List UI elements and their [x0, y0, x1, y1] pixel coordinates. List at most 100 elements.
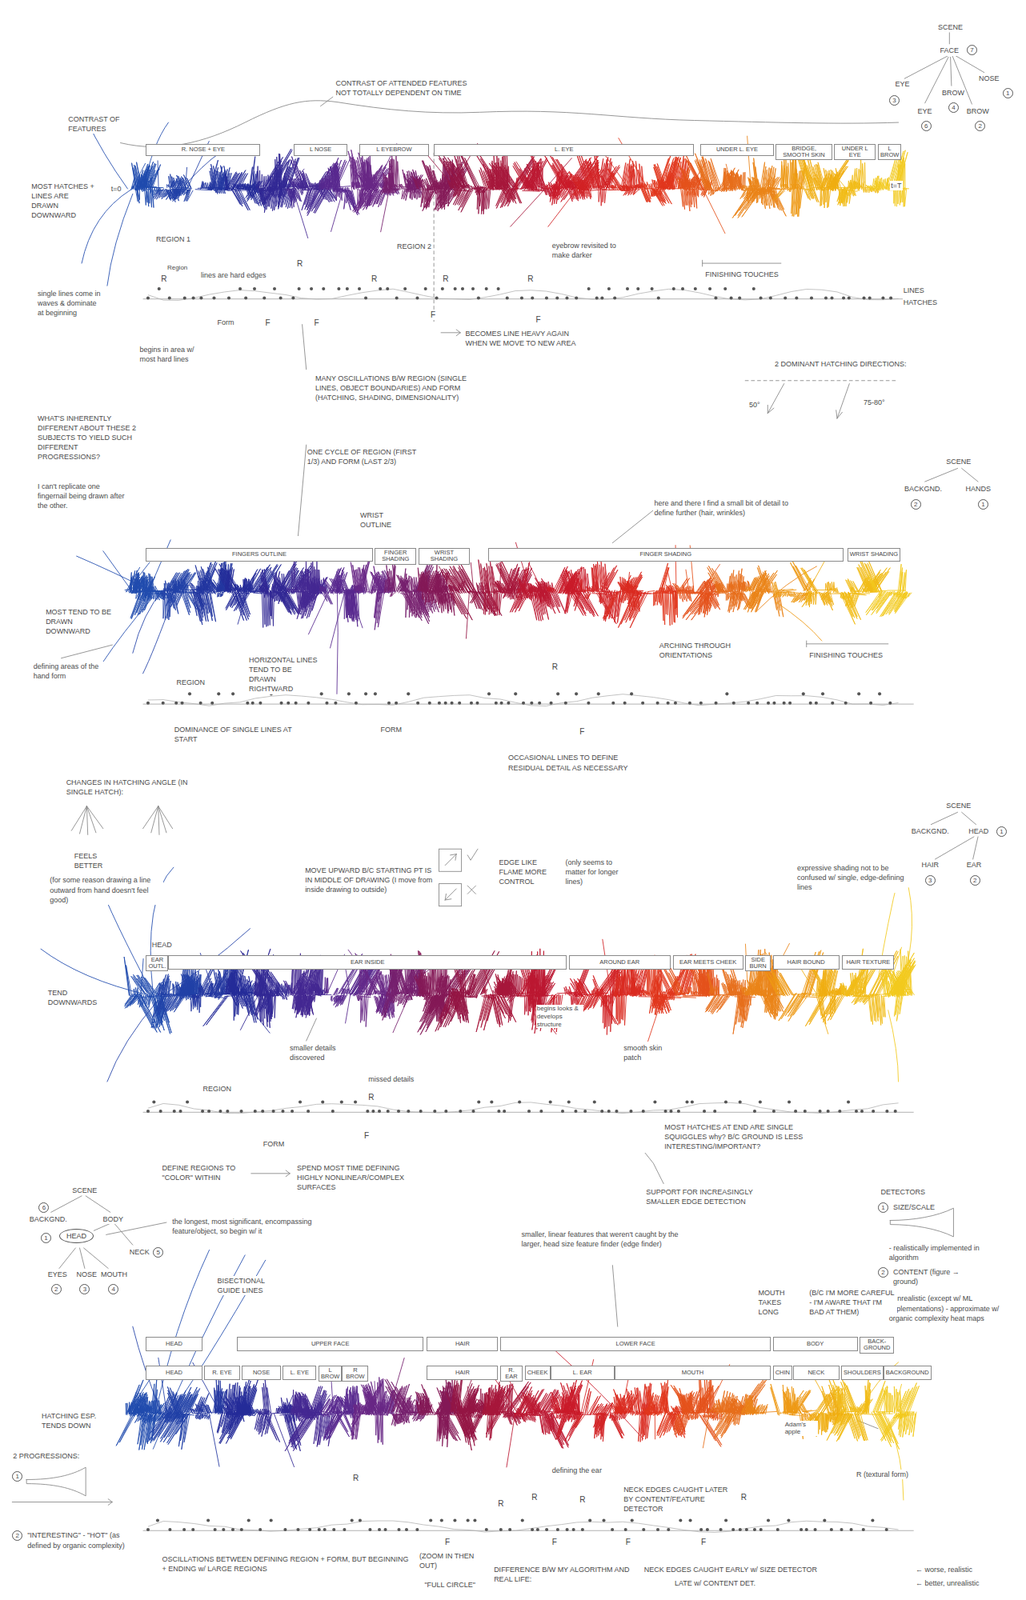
stroke-dot: [755, 701, 759, 706]
stroke-dot: [286, 701, 290, 706]
stroke-dot: [787, 1101, 791, 1105]
annotation-note: WHAT'S INHERENTLY DIFFERENT ABOUT THESE …: [36, 413, 141, 463]
stroke-dot: [199, 701, 203, 706]
direction-arrow: [836, 384, 850, 419]
annotation-note: BROW: [965, 106, 990, 117]
stroke-dot: [428, 701, 432, 706]
annotation-note: MOST HATCHES AT END ARE SINGLE SQUIGGLES…: [663, 1122, 818, 1152]
stroke-dot: [210, 701, 214, 706]
stroke-dot: [678, 1518, 682, 1523]
segment-label: L BROW: [880, 145, 899, 160]
stroke-dot: [724, 1518, 728, 1523]
annotation-note: - unrealistic (except w/ ML implementati…: [888, 1294, 1002, 1323]
segment-label: BACK-GROUND: [861, 1338, 892, 1353]
stroke-dot: [803, 1110, 807, 1114]
stroke-dot: [146, 1528, 150, 1532]
stroke-dot: [269, 1518, 273, 1523]
annotation-note: CHANGES IN HATCHING ANGLE (IN SINGLE HAT…: [65, 777, 195, 798]
stroke-dot: [688, 701, 692, 706]
stroke-dot: [345, 287, 349, 291]
segment-cell: HAIR TEXTURE: [841, 955, 894, 970]
annotation-note: SIZE/SCALE: [892, 1202, 936, 1213]
stroke-dot: [611, 701, 615, 706]
stroke-dot: [240, 1528, 244, 1532]
annotation-note: NECK EDGES CAUGHT LATER BY CONTENT/FEATU…: [622, 1485, 737, 1515]
stroke-dot: [839, 1528, 843, 1532]
region-form-wave: [148, 694, 899, 707]
pen-strokes: [492, 1371, 569, 1468]
stroke-dot: [821, 692, 825, 696]
annotation-note: (for some reason drawing a line outward …: [48, 875, 163, 905]
stroke-dot: [888, 701, 892, 706]
stroke-dot: [188, 692, 192, 696]
stroke-dot: [782, 701, 786, 706]
segment-label: L. EYE: [290, 1370, 309, 1377]
arrow: [12, 1499, 113, 1507]
stroke-dot: [537, 701, 542, 706]
stroke-dot: [476, 296, 481, 300]
segment-cell: FINGER SHADING: [374, 548, 417, 566]
stroke-dot: [403, 287, 407, 291]
callout-number: 3: [79, 1284, 90, 1295]
stroke-dot: [556, 1528, 560, 1532]
stroke-dot: [353, 1101, 357, 1105]
annotation-note: FINISHING TOUCHES: [704, 269, 780, 280]
segment-label: FINGER SHADING: [376, 549, 414, 564]
stroke-dot: [713, 1110, 717, 1114]
callout-number: 3: [925, 875, 936, 886]
annotation-note: ← better, unrealistic: [914, 1579, 981, 1589]
annotation-note: DOMINANCE OF SINGLE LINES AT START: [173, 725, 313, 745]
region-form-marker: R: [578, 1494, 586, 1507]
region-form-wave: [148, 1521, 899, 1533]
stroke-dot: [272, 1110, 276, 1114]
stroke-dot: [794, 296, 798, 300]
stroke-dot: [146, 296, 150, 300]
segment-cell: L. EAR: [550, 1366, 615, 1381]
stroke-dot: [881, 296, 885, 300]
arrow: [440, 329, 461, 337]
stroke-dot: [506, 701, 510, 706]
segment-cell: NECK: [793, 1366, 839, 1381]
stroke-dot: [435, 296, 439, 300]
annotation-note: BACKGND.: [28, 1214, 69, 1225]
stroke-dot: [251, 701, 255, 706]
stroke-dot: [772, 1110, 776, 1114]
stroke-dot: [180, 701, 185, 706]
stroke-dot: [714, 701, 718, 706]
stroke-dot: [290, 1110, 294, 1114]
stroke-dot: [805, 1528, 809, 1532]
annotation-note: DIFFERENCE B/W MY ALGORITHM AND REAL LIF…: [492, 1565, 643, 1585]
stroke-dot: [719, 1528, 723, 1532]
stroke-dot: [354, 701, 358, 706]
segment-label: HEAD: [165, 1341, 183, 1348]
stroke-dot: [746, 701, 750, 706]
segment-cell: L EYEBROW: [359, 144, 429, 157]
stroke-dot: [244, 296, 248, 300]
stroke-dot: [377, 1110, 381, 1114]
stroke-dot: [437, 701, 441, 706]
stroke-dot: [258, 701, 262, 706]
stroke-dot: [870, 1518, 874, 1523]
leader-line: [612, 1266, 618, 1328]
stroke-dot: [157, 287, 161, 291]
segment-cell: R. EAR: [500, 1366, 523, 1383]
stroke-dot: [472, 1518, 477, 1523]
pen-strokes: [865, 564, 912, 618]
region-form-marker: R: [530, 1492, 538, 1504]
stroke-dot: [723, 287, 727, 291]
segment-cell: UNDER L. EYE: [700, 144, 774, 157]
annotation-note: BACKGND.: [910, 826, 950, 837]
annotation-note: BISECTIONAL GUIDE LINES: [216, 1276, 285, 1296]
segment-cell: L BROW: [877, 144, 902, 161]
stroke-dot: [247, 1518, 251, 1523]
stroke-dot: [885, 1110, 889, 1114]
stroke-dot: [231, 692, 235, 696]
stroke-dot: [657, 296, 661, 300]
stroke-dot: [206, 1518, 210, 1523]
segment-cell: BACKGROUND: [883, 1366, 932, 1381]
stroke-dot: [536, 1528, 540, 1532]
annotation-note: DETECTORS: [880, 1187, 926, 1198]
leader-line: [297, 444, 306, 537]
annotation-note: BODY: [102, 1214, 125, 1225]
stroke-dot: [685, 1101, 689, 1105]
